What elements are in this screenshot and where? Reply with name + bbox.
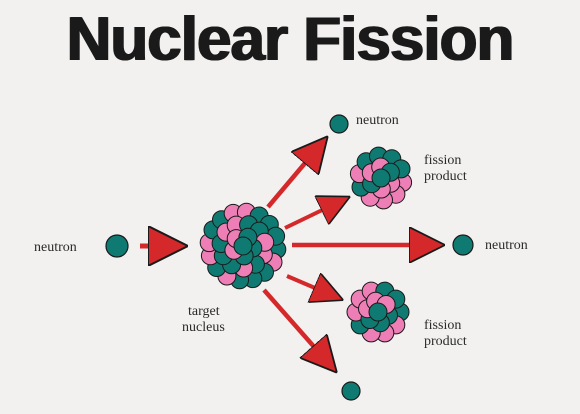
label-neutron-right: neutron [485, 238, 528, 253]
label-target-1: target [188, 304, 220, 319]
label-target-2: nucleus [182, 320, 225, 335]
label-fission-upper-1: fission [424, 153, 462, 168]
target-nucleus [199, 202, 287, 290]
neutron [368, 302, 388, 322]
page-title: Nuclear Fission [66, 5, 515, 74]
bottom-neutron [341, 381, 361, 401]
arrow-to-lower-fission-product [286, 276, 336, 297]
arrows [140, 143, 436, 366]
neutron [233, 236, 253, 256]
right-neutron [452, 234, 474, 256]
free-neutrons [105, 114, 474, 401]
incoming-neutron [105, 234, 129, 258]
label-fission-lower-1: fission [424, 318, 462, 333]
fission-product-upper [349, 146, 413, 210]
top-neutron [329, 114, 349, 134]
arrow-to-top-neutron [266, 143, 322, 209]
arrow-to-upper-fission-product [284, 200, 343, 230]
arrow-to-bottom-neutron [262, 288, 331, 366]
label-neutron-top: neutron [356, 113, 399, 128]
fission-product-lower [346, 281, 410, 343]
label-fission-upper-2: product [424, 169, 467, 184]
neutron [371, 168, 391, 188]
label-neutron-left: neutron [34, 240, 77, 255]
label-fission-lower-2: product [424, 334, 467, 349]
